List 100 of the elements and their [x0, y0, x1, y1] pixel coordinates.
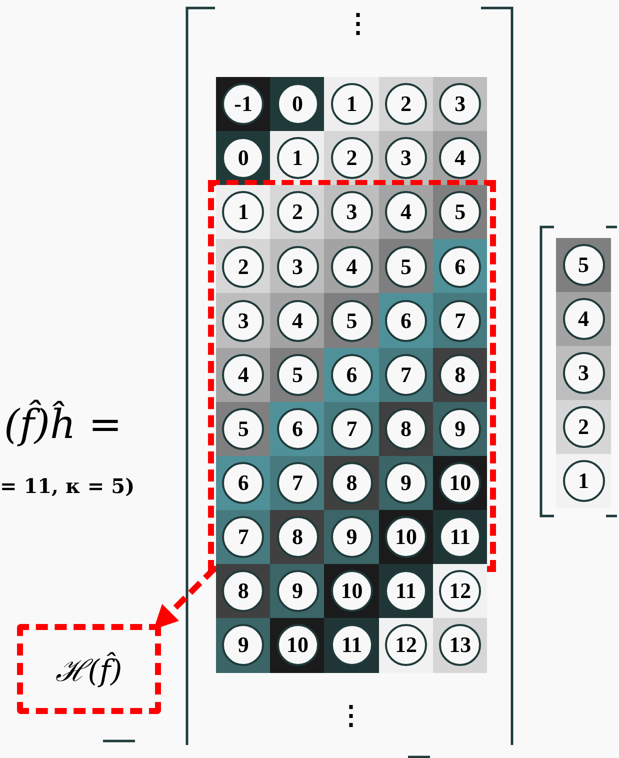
matrix-cell: [378, 239, 434, 294]
matrix-cell: [378, 618, 434, 673]
matrix-cell: [216, 293, 271, 348]
cell-number: 1: [276, 137, 319, 180]
cell-number: 9: [439, 408, 482, 450]
vector-cell: [556, 346, 611, 400]
cell-number: 10: [276, 624, 319, 666]
matrix-cell: [270, 239, 325, 294]
cell-number: 4: [330, 246, 373, 288]
matrix-cell: [432, 77, 488, 132]
matrix-cell: [270, 402, 325, 456]
matrix-cell: [432, 348, 488, 402]
matrix-cell: [432, 293, 488, 348]
cell-number: 13: [439, 624, 482, 666]
cell-number: 9: [384, 462, 427, 504]
formula-text: ℋ(f̂): [56, 651, 122, 690]
cell-number: 7: [384, 354, 427, 396]
cell-number: 3: [439, 83, 482, 126]
matrix-cell: [378, 510, 434, 564]
cell-number: 2: [384, 83, 427, 126]
cell-number: 0: [222, 137, 264, 180]
cell-number: 8: [222, 570, 264, 612]
matrix-cell: [216, 402, 271, 456]
cell-number: 11: [439, 516, 482, 558]
cell-number: 8: [330, 462, 373, 504]
cell-number: 11: [384, 570, 427, 612]
cell-number: 10: [330, 570, 373, 612]
cell-number: 12: [439, 570, 482, 612]
matrix-cell: [432, 185, 488, 240]
matrix-cell: [216, 239, 271, 294]
vector-cell: [556, 292, 611, 346]
cell-number: 7: [439, 300, 482, 342]
cell-number: 8: [439, 354, 482, 396]
cell-number: 9: [222, 624, 264, 666]
highlight-dashed-box: [211, 183, 493, 569]
formula-text: = 11, κ = 5): [0, 474, 135, 498]
formula-text: (f̂)ĥ =: [4, 402, 122, 448]
cell-number: 4: [439, 137, 482, 180]
cell-number: 8: [384, 408, 427, 450]
cell-number: 7: [222, 516, 264, 558]
cell-number: 2: [276, 191, 319, 234]
cell-number: -1: [222, 83, 264, 126]
cell-number: 3: [330, 191, 373, 234]
cell-number: 9: [276, 570, 319, 612]
cell-number: 12: [384, 624, 427, 666]
matrix-cell: [324, 293, 380, 348]
matrix-cell: [432, 239, 488, 294]
matrix-cell: [216, 131, 271, 186]
matrix-cell: [432, 510, 488, 564]
matrix-cell: [378, 293, 434, 348]
matrix-cell: [270, 456, 325, 510]
matrix-cell: [378, 348, 434, 402]
cell-number: 11: [330, 624, 373, 666]
matrix-cell: [270, 131, 325, 186]
cell-number: 6: [330, 354, 373, 396]
matrix-cell: [432, 456, 488, 510]
matrix-cell: [378, 402, 434, 456]
cell-number: 4: [384, 191, 427, 234]
cell-number: 0: [276, 83, 319, 126]
cell-number: 10: [384, 516, 427, 558]
cell-number: 1: [330, 83, 373, 126]
matrix-cell: [324, 239, 380, 294]
matrix-cell: [324, 348, 380, 402]
cell-number: 6: [439, 246, 482, 288]
matrix-cell: [216, 185, 271, 240]
cell-number: 4: [276, 300, 319, 342]
matrix-cell: [432, 618, 488, 673]
cell-number: 5: [330, 300, 373, 342]
matrix-cell: [216, 618, 271, 673]
matrix-cell: [378, 131, 434, 186]
matrix-cell: [378, 185, 434, 240]
vector-cell: [556, 400, 611, 454]
vertical-ellipsis: ⋮: [338, 700, 364, 731]
cell-number: 1: [562, 460, 604, 502]
matrix-cell: [270, 293, 325, 348]
matrix-cell: [216, 348, 271, 402]
matrix-cell: [324, 618, 380, 673]
cell-number: 3: [562, 352, 604, 394]
matrix-cell: [216, 456, 271, 510]
cell-number: 2: [222, 246, 264, 288]
cell-number: 2: [330, 137, 373, 180]
cell-number: 4: [562, 298, 604, 340]
matrix-cell: [324, 510, 380, 564]
cell-number: 8: [276, 516, 319, 558]
cell-number: 5: [222, 408, 264, 450]
matrix-cell: [432, 564, 488, 618]
cell-number: 7: [276, 462, 319, 504]
matrix-cell: [324, 456, 380, 510]
matrix-cell: [216, 564, 271, 618]
matrix-cell: [432, 131, 488, 186]
matrix-cell: [378, 456, 434, 510]
matrix-cell: [378, 77, 434, 132]
cell-number: 5: [439, 191, 482, 234]
vector-cell: [556, 454, 611, 508]
cell-number: 5: [276, 354, 319, 396]
cell-number: 10: [439, 462, 482, 504]
matrix-cell: [270, 77, 325, 132]
matrix-cell: [216, 77, 271, 132]
cell-number: 9: [330, 516, 373, 558]
cell-number: 2: [562, 406, 604, 448]
